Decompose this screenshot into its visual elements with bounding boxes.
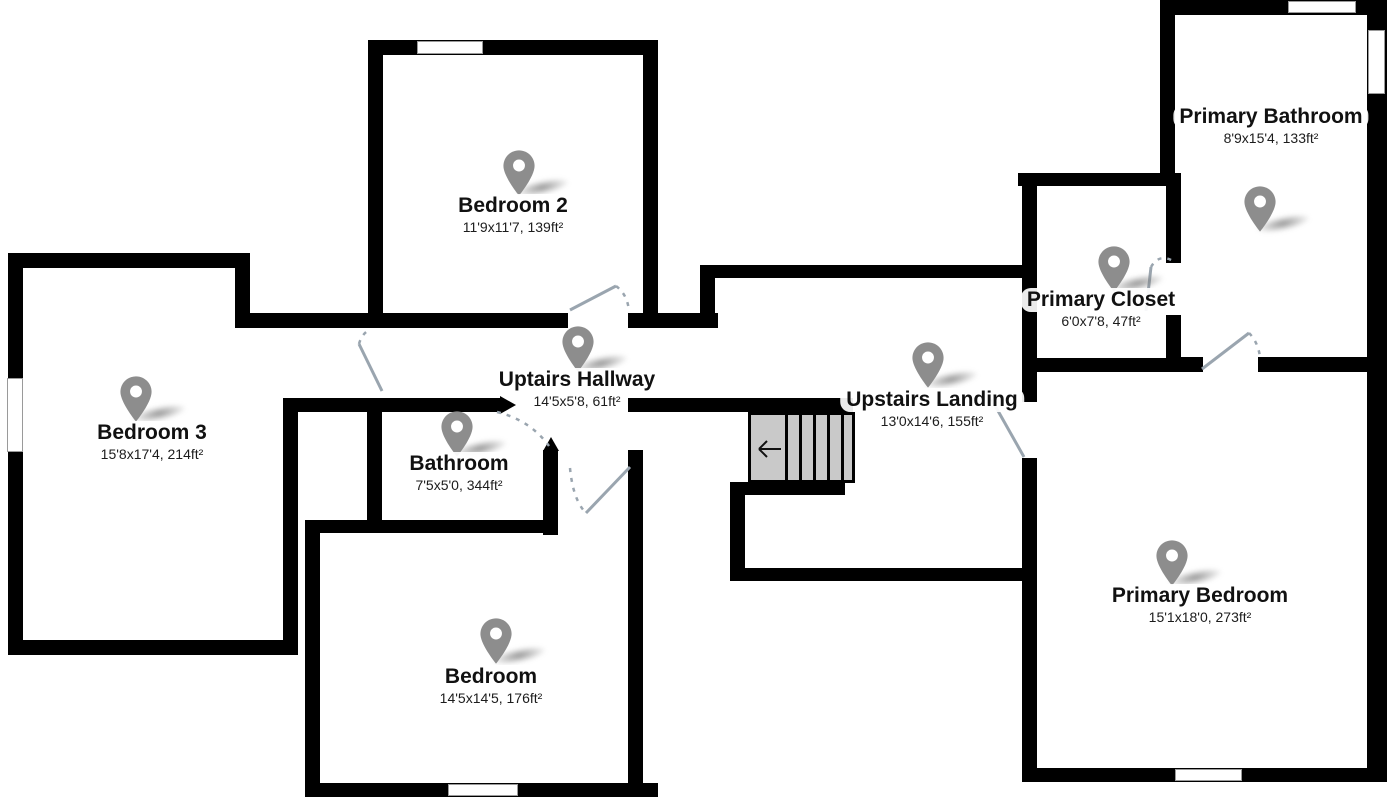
wall (1022, 458, 1037, 782)
room-label-bathroom: Bathroom 7'5x5'0, 344ft² (403, 452, 515, 495)
window (7, 378, 23, 452)
wall (543, 450, 558, 535)
wall (305, 520, 557, 533)
wall (643, 40, 658, 328)
room-dimensions: 6'0x7'8, 47ft² (1056, 313, 1146, 330)
stair-tread (841, 415, 844, 480)
door-leaf (357, 343, 384, 392)
wall (730, 482, 745, 580)
window (448, 784, 518, 796)
location-pin-icon[interactable] (1097, 246, 1131, 292)
staircase (748, 412, 855, 483)
stair-tread (785, 415, 788, 480)
room-name: Primary Closet (1020, 288, 1182, 313)
location-pin-icon[interactable] (911, 342, 945, 388)
stairs-direction-left-arrow-icon (758, 440, 781, 458)
window (1288, 1, 1356, 13)
room-name: Uptairs Hallway (492, 368, 662, 393)
room-label-upstairs-landing: Upstairs Landing 13'0x14'6, 155ft² (840, 388, 1024, 431)
room-label-uptairs-hallway: Uptairs Hallway 14'5x5'8, 61ft² (492, 368, 662, 411)
wall (283, 398, 500, 412)
wall (1022, 358, 1182, 372)
room-label-bedroom: Bedroom 14'5x14'5, 176ft² (434, 665, 548, 708)
wall (1166, 315, 1181, 372)
room-name: Bedroom 3 (91, 421, 213, 446)
door-swing (615, 285, 631, 313)
door-swing (1248, 332, 1262, 358)
wall (628, 450, 643, 797)
wall (367, 398, 382, 533)
wall (700, 265, 1037, 278)
wall (235, 313, 568, 328)
room-label-primary-bathroom: Primary Bathroom 8'9x15'4, 133ft² (1173, 105, 1369, 148)
wall (1166, 173, 1181, 263)
wall (1160, 0, 1175, 185)
room-dimensions: 14'5x14'5, 176ft² (434, 690, 548, 707)
wall (305, 520, 320, 797)
room-dimensions: 7'5x5'0, 344ft² (410, 477, 508, 494)
room-label-bedroom-2: Bedroom 2 11'9x11'7, 139ft² (452, 194, 574, 237)
room-name: Bedroom 2 (452, 194, 574, 219)
door-swing (568, 467, 587, 514)
wall-end (500, 396, 516, 414)
door-leaf (569, 284, 617, 312)
window (417, 41, 483, 54)
wall-end (543, 437, 559, 451)
stair-tread (799, 415, 802, 480)
wall (283, 398, 298, 655)
door-swing (357, 327, 372, 345)
room-name: Primary Bathroom (1173, 105, 1369, 130)
room-dimensions: 15'8x17'4, 214ft² (95, 446, 209, 463)
location-pin-icon[interactable] (1243, 186, 1277, 232)
wall (730, 568, 1037, 581)
room-label-primary-bedroom: Primary Bedroom 15'1x18'0, 273ft² (1105, 584, 1295, 627)
wall (1181, 357, 1203, 372)
wall (1367, 0, 1387, 782)
room-label-primary-closet: Primary Closet 6'0x7'8, 47ft² (1020, 288, 1182, 331)
room-label-bedroom-3: Bedroom 3 15'8x17'4, 214ft² (91, 421, 213, 464)
wall (1018, 173, 1181, 186)
wall (8, 640, 298, 655)
window (1368, 30, 1385, 94)
wall (8, 253, 23, 655)
wall (8, 253, 250, 268)
wall (628, 398, 853, 412)
door-leaf (1201, 331, 1250, 371)
room-dimensions: 14'5x5'8, 61ft² (528, 393, 626, 410)
door-leaf (584, 465, 632, 515)
wall (730, 482, 845, 495)
room-dimensions: 15'1x18'0, 273ft² (1143, 609, 1257, 626)
wall (628, 313, 718, 328)
room-name: Upstairs Landing (840, 388, 1024, 413)
location-pin-icon[interactable] (561, 326, 595, 372)
stair-tread (827, 415, 830, 480)
room-name: Bathroom (403, 452, 515, 477)
room-name: Bedroom (438, 665, 544, 690)
location-pin-icon[interactable] (1155, 540, 1189, 586)
location-pin-icon[interactable] (479, 618, 513, 664)
location-pin-icon[interactable] (440, 411, 474, 457)
wall (368, 40, 658, 55)
room-dimensions: 11'9x11'7, 139ft² (457, 219, 569, 236)
wall (1258, 357, 1387, 372)
window (1175, 769, 1242, 781)
location-pin-icon[interactable] (119, 376, 153, 422)
wall (368, 40, 383, 328)
wall (700, 265, 715, 328)
wall (235, 253, 250, 328)
wall (1022, 173, 1037, 402)
room-name: Primary Bedroom (1105, 584, 1295, 609)
stair-tread (813, 415, 816, 480)
room-dimensions: 13'0x14'6, 155ft² (875, 413, 989, 430)
room-dimensions: 8'9x15'4, 133ft² (1218, 130, 1324, 147)
location-pin-icon[interactable] (502, 150, 536, 196)
